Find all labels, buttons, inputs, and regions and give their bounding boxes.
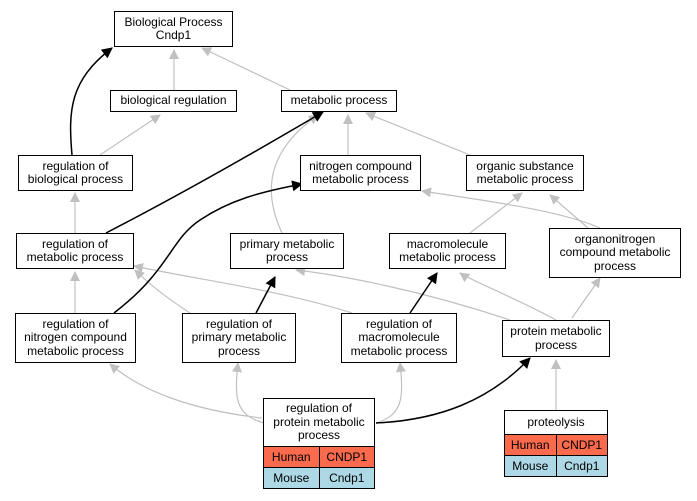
gene-cell: Cndp1: [555, 456, 607, 476]
edge-black: [69, 47, 113, 156]
edge-black: [113, 180, 304, 314]
node-regulation-of-protein-metabolic-process[interactable]: regulation of protein metabolic process …: [263, 398, 375, 489]
edge-black: [375, 357, 531, 424]
node-protein-metabolic-process[interactable]: protein metabolic process: [502, 320, 610, 357]
node-proteolysis[interactable]: proteolysis Human CNDP1 Mouse Cndp1: [504, 410, 608, 477]
node-label: regulation of nitrogen compound metaboli…: [24, 316, 127, 358]
edge: [134, 269, 191, 314]
edge: [133, 262, 353, 314]
node-regulation-of-primary-metabolic-process[interactable]: regulation of primary metabolic process: [182, 313, 296, 363]
node-label: nitrogen compound metabolic process: [309, 158, 412, 186]
node-label: organonitrogen compound metabolic proces…: [559, 231, 671, 273]
edge: [295, 266, 511, 321]
edge: [459, 272, 557, 321]
edge: [99, 114, 161, 156]
edge: [232, 362, 265, 424]
node-label: primary metabolic process: [239, 236, 335, 264]
gene-cell: CNDP1: [318, 447, 374, 467]
gene-row-human: Human CNDP1: [264, 447, 374, 468]
edge: [270, 114, 319, 234]
node-primary-metabolic-process[interactable]: primary metabolic process: [230, 233, 344, 269]
node-macromolecule-metabolic-process[interactable]: macromolecule metabolic process: [389, 233, 506, 269]
edge: [469, 192, 523, 234]
edge: [109, 363, 263, 419]
node-nitrogen-compound-metabolic-process[interactable]: nitrogen compound metabolic process: [300, 155, 421, 191]
species-cell: Mouse: [264, 468, 319, 488]
node-label: biological regulation: [120, 93, 227, 108]
gene-row-mouse: Mouse Cndp1: [505, 456, 607, 476]
node-organonitrogen-compound-metabolic-process[interactable]: organonitrogen compound metabolic proces…: [549, 228, 681, 278]
node-regulation-of-nitrogen-compound-metabolic-process[interactable]: regulation of nitrogen compound metaboli…: [15, 313, 136, 363]
node-metabolic-process[interactable]: metabolic process: [281, 90, 397, 112]
gene-cell: Cndp1: [318, 468, 374, 488]
gene-cell: CNDP1: [555, 435, 607, 455]
node-biological-process-cndp1[interactable]: Biological Process Cndp1: [114, 11, 233, 47]
edge: [375, 362, 406, 424]
node-biological-regulation[interactable]: biological regulation: [110, 90, 237, 112]
node-regulation-of-metabolic-process[interactable]: regulation of metabolic process: [16, 233, 134, 269]
node-label: organic substance metabolic process: [476, 158, 574, 186]
node-label: regulation of biological process: [27, 158, 124, 186]
edge: [571, 277, 601, 319]
edge-black: [105, 111, 324, 234]
node-regulation-of-macromolecule-metabolic-process[interactable]: regulation of macromolecule metabolic pr…: [341, 313, 457, 363]
species-cell: Mouse: [505, 456, 556, 476]
species-cell: Human: [505, 435, 556, 455]
gene-row-human: Human CNDP1: [505, 435, 607, 456]
node-label: regulation of macromolecule metabolic pr…: [350, 316, 448, 358]
node-label: metabolic process: [290, 93, 388, 108]
node-label: protein metabolic process: [510, 324, 602, 352]
node-title: proteolysis: [505, 411, 607, 435]
edge: [201, 47, 291, 91]
node-label: Biological Process Cndp1: [124, 14, 223, 42]
node-organic-substance-metabolic-process[interactable]: organic substance metabolic process: [466, 155, 584, 191]
node-label: macromolecule metabolic process: [399, 236, 496, 264]
edge: [365, 111, 471, 156]
node-title: regulation of protein metabolic process: [264, 399, 374, 447]
edge: [549, 194, 589, 229]
edge: [421, 187, 601, 229]
species-cell: Human: [264, 447, 319, 467]
gene-row-mouse: Mouse Cndp1: [264, 468, 374, 488]
edge-black: [255, 276, 276, 314]
node-label: regulation of metabolic process: [26, 236, 124, 264]
node-label: regulation of primary metabolic process: [191, 316, 287, 358]
edge-black: [409, 272, 438, 314]
node-regulation-of-biological-process[interactable]: regulation of biological process: [18, 155, 133, 191]
